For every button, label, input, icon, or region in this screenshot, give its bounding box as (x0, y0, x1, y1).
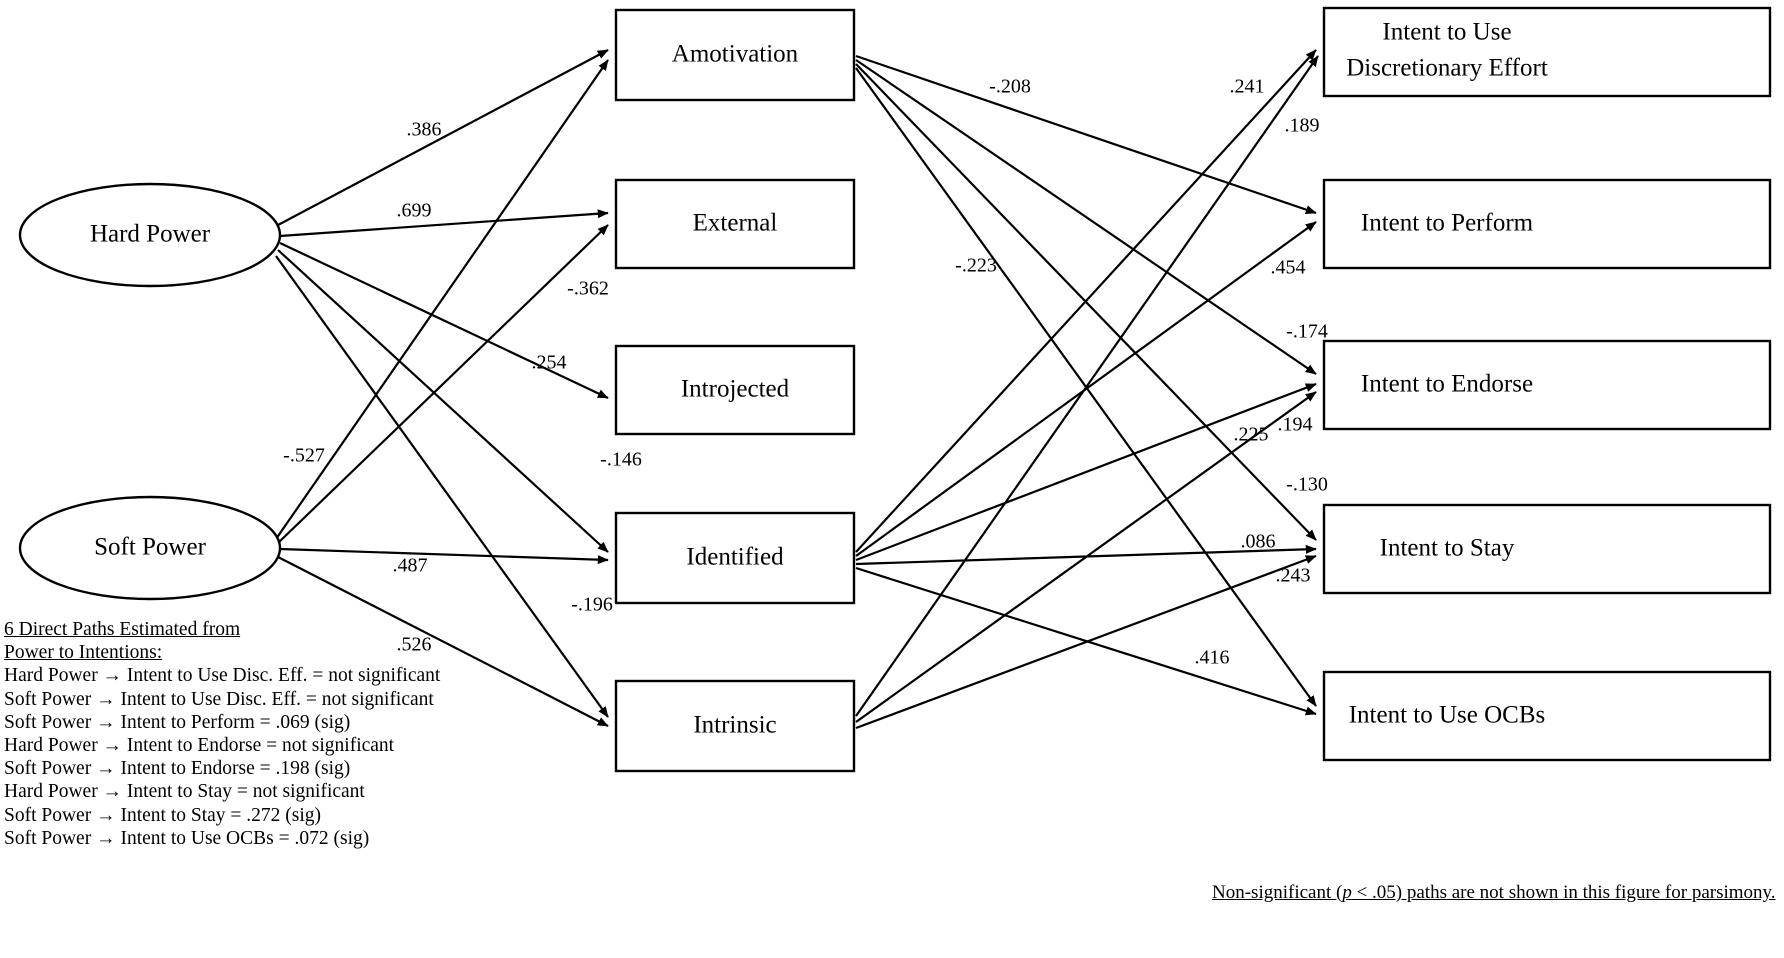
edge-intrinsic-to-stay (855, 554, 1317, 730)
node-hard-power[interactable]: Hard Power (18, 182, 282, 288)
legend-heading-line2: Power to Intentions: (4, 642, 163, 664)
edge-hard-power-to-introjected (279, 242, 609, 399)
edge-intrinsic-to-endorse (855, 391, 1317, 723)
edge-hard-power-to-amotivation (277, 49, 609, 226)
coef-amotivation-to-stay: -.130 (1286, 474, 1328, 496)
legend-item: Soft Power → Intent to Use Disc. Eff. = … (4, 688, 434, 710)
edge-hard-power-to-external (279, 209, 609, 238)
coef-intrinsic-to-stay: .243 (1276, 565, 1311, 587)
ocbs-box (1322, 670, 1772, 762)
soft-power-ellipse (18, 495, 282, 601)
edge-hard-power-to-identified (277, 249, 609, 553)
legend-heading-line1: 6 Direct Paths Estimated from (4, 619, 241, 640)
hard-power-label: Hard Power (90, 221, 211, 248)
external-label: External (693, 210, 778, 237)
introjected-box (614, 344, 856, 436)
coef-hard-to-external: .699 (397, 200, 432, 222)
significance-footnote: Non-significant (p < .05) paths are not … (1212, 882, 1776, 904)
coef-hard-to-introjected: .254 (532, 352, 567, 374)
coef-soft-to-intrinsic: .526 (397, 634, 432, 656)
node-intent-to-stay[interactable]: Intent to Stay (1322, 503, 1772, 595)
soft-power-label: Soft Power (94, 534, 206, 561)
edge-soft-power-to-intrinsic (277, 556, 609, 727)
coef-intrinsic-to-endorse: .194 (1278, 414, 1313, 436)
direct-paths-legend: 6 Direct Paths Estimated from Power to I… (4, 618, 440, 850)
coef-soft-to-amotivation: -.527 (283, 445, 325, 467)
node-amotivation[interactable]: Amotivation (614, 8, 856, 102)
coef-intrinsic-to-disc-effort: .189 (1285, 115, 1320, 137)
coef-soft-to-external: -.362 (567, 278, 609, 300)
node-intent-to-endorse[interactable]: Intent to Endorse (1322, 339, 1772, 431)
node-intent-to-use-ocbs[interactable]: Intent to Use OCBs (1322, 670, 1772, 762)
coef-soft-to-identified: .487 (393, 555, 428, 577)
edge-soft-power-to-identified (279, 547, 609, 565)
coef-hard-to-intrinsic: -.196 (571, 594, 613, 616)
edge-amotivation-to-perform (855, 54, 1317, 215)
edge-identified-to-endorse (855, 382, 1317, 562)
outcome-nodes: Intent to Use Discretionary Effort Inten… (1322, 6, 1772, 762)
introjected-label: Introjected (681, 376, 790, 403)
coef-hard-to-amotivation: .386 (407, 119, 442, 141)
stay-box (1322, 503, 1772, 595)
legend-item: Soft Power → Intent to Use OCBs = .072 (… (4, 827, 370, 849)
intrinsic-label: Intrinsic (693, 712, 776, 739)
edge-identified-to-disc-effort (855, 49, 1317, 553)
coef-identified-to-disc-effort: .241 (1230, 76, 1265, 98)
coef-amotivation-to-endorse-2: -.174 (1286, 321, 1328, 343)
coef-identified-to-endorse: .225 (1234, 424, 1269, 446)
edge-soft-power-to-amotivation (275, 59, 609, 540)
exogenous-nodes: Hard Power Soft Power (18, 182, 282, 601)
amotivation-label: Amotivation (672, 41, 799, 68)
mediator-nodes: Amotivation External Introjected Identif… (614, 8, 856, 773)
identified-label: Identified (686, 544, 784, 571)
node-external[interactable]: External (614, 178, 856, 270)
legend-item: Soft Power → Intent to Stay = .272 (sig) (4, 804, 322, 826)
coef-amotivation-to-perform: -.208 (989, 76, 1031, 98)
coef-identified-to-stay: .086 (1241, 531, 1276, 553)
hard-power-ellipse (18, 182, 282, 288)
external-box (614, 178, 856, 270)
coef-amotivation-to-endorse: -.223 (955, 255, 997, 277)
stay-label: Intent to Stay (1380, 535, 1515, 562)
edges-mediators-to-outcomes (855, 49, 1319, 730)
edges-power-to-mediators (275, 49, 609, 727)
legend-item: Soft Power → Intent to Endorse = .198 (s… (4, 758, 351, 780)
edge-intrinsic-to-disc-effort (855, 55, 1319, 717)
disc-effort-box (1322, 6, 1772, 98)
footnote-prefix: Non-significant ( (1212, 882, 1343, 903)
node-intent-to-perform[interactable]: Intent to Perform (1322, 178, 1772, 270)
legend-item: Soft Power → Intent to Perform = .069 (s… (4, 711, 351, 733)
path-coefficient-labels: .386 .699 -.362 .254 -.527 -.146 .487 -.… (283, 76, 1328, 669)
footnote-suffix: < .05) paths are not shown in this figur… (1351, 882, 1776, 903)
node-soft-power[interactable]: Soft Power (18, 495, 282, 601)
identified-box (614, 511, 856, 605)
edge-amotivation-to-endorse (855, 59, 1317, 375)
footnote-p-symbol: p (1342, 882, 1352, 903)
coef-identified-to-perform: .454 (1271, 257, 1306, 279)
amotivation-box (614, 8, 856, 102)
perform-box (1322, 178, 1772, 270)
perform-label: Intent to Perform (1361, 210, 1534, 237)
node-intent-to-use-discretionary-effort[interactable]: Intent to Use Discretionary Effort (1322, 6, 1772, 98)
legend-item: Hard Power → Intent to Stay = not signif… (4, 781, 365, 803)
legend-item: Hard Power → Intent to Use Disc. Eff. = … (4, 665, 441, 687)
coef-identified-to-ocbs: .416 (1195, 647, 1230, 669)
node-intrinsic[interactable]: Intrinsic (614, 679, 856, 773)
edge-hard-power-to-intrinsic (275, 255, 609, 718)
coef-hard-to-identified: -.146 (600, 449, 642, 471)
ocbs-label: Intent to Use OCBs (1349, 702, 1546, 729)
node-introjected[interactable]: Introjected (614, 344, 856, 436)
endorse-label: Intent to Endorse (1361, 371, 1533, 398)
node-identified[interactable]: Identified (614, 511, 856, 605)
disc-effort-label-line1: Intent to Use (1382, 19, 1511, 46)
legend-item: Hard Power → Intent to Endorse = not sig… (4, 735, 395, 757)
endorse-box (1322, 339, 1772, 431)
intrinsic-box (614, 679, 856, 773)
edge-soft-power-to-external (277, 224, 609, 544)
disc-effort-label-line2: Discretionary Effort (1346, 55, 1548, 82)
